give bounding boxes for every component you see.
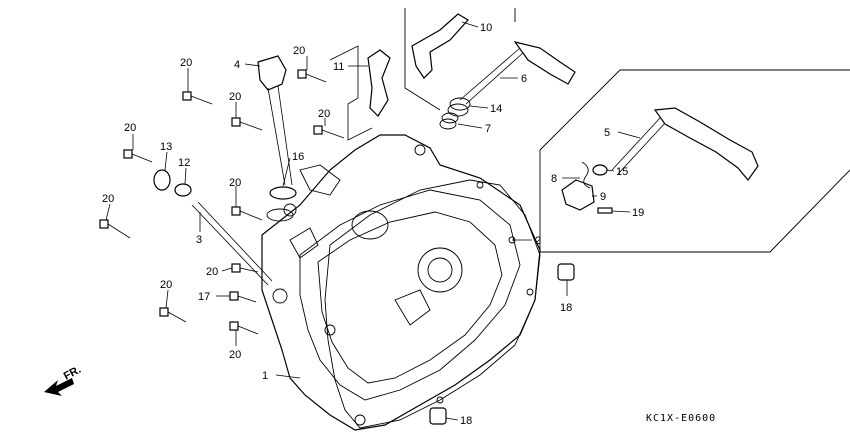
pin-19 <box>597 207 613 214</box>
callouts: 1 2 3 4 5 6 7 8 9 10 11 12 13 14 15 16 1… <box>102 22 644 427</box>
callout-10: 10 <box>480 22 492 34</box>
callout-20-a: 20 <box>293 45 305 57</box>
callout-19: 19 <box>632 207 644 219</box>
kick-lever-box-outline <box>539 69 850 253</box>
diagram-code: KC1X-E0600 <box>646 413 716 424</box>
callout-18-bottom: 18 <box>460 415 472 427</box>
callout-18-top: 18 <box>560 302 572 314</box>
direction-label: FR. <box>62 364 83 383</box>
oil-seal-13 <box>153 169 171 191</box>
leader-lines <box>105 21 641 421</box>
kick-lever-5 <box>611 107 759 181</box>
callout-5: 5 <box>604 127 610 139</box>
o-ring-16 <box>269 186 297 200</box>
callout-16: 16 <box>292 151 304 163</box>
spring-14 <box>447 97 471 117</box>
bolts-20 <box>99 69 345 335</box>
callout-17: 17 <box>198 291 210 303</box>
right-crankcase-cover <box>261 134 541 431</box>
callout-20-b: 20 <box>180 57 192 69</box>
callout-8: 8 <box>551 173 557 185</box>
bracket-10 <box>411 13 469 79</box>
dowel-18-bottom <box>429 407 447 425</box>
shift-shaft-6 <box>459 41 576 105</box>
callout-20-f: 20 <box>229 177 241 189</box>
callout-6: 6 <box>521 73 527 85</box>
callout-20-d: 20 <box>318 108 330 120</box>
callout-7: 7 <box>485 123 491 135</box>
callout-13: 13 <box>160 141 172 153</box>
callout-3: 3 <box>196 234 202 246</box>
washer-12 <box>174 183 192 197</box>
callout-20-e: 20 <box>124 122 136 134</box>
front-direction-arrow: FR. <box>44 364 83 396</box>
callout-4: 4 <box>234 59 240 71</box>
callout-11: 11 <box>333 61 344 73</box>
callout-20-c: 20 <box>229 91 241 103</box>
callout-2: 2 <box>535 235 541 247</box>
ring-15 <box>592 164 608 176</box>
callout-20-j: 20 <box>229 349 241 361</box>
cover-gasket <box>324 179 541 429</box>
dashed-leader-11 <box>329 45 373 141</box>
callout-20-h: 20 <box>206 266 218 278</box>
callout-20-i: 20 <box>160 279 172 291</box>
callout-14: 14 <box>490 103 502 115</box>
callout-9: 9 <box>600 191 606 203</box>
part-9-block <box>561 179 595 211</box>
callout-1: 1 <box>262 370 268 382</box>
o-ring-seat <box>266 208 294 222</box>
shift-shaft-box-outline <box>404 8 516 111</box>
spring-8 <box>581 161 591 189</box>
callout-12: 12 <box>178 157 190 169</box>
callout-15: 15 <box>616 166 628 178</box>
callout-20-g: 20 <box>102 193 114 205</box>
oil-dipstick <box>257 55 293 186</box>
bracket-11 <box>367 49 391 117</box>
spring-7 <box>439 112 459 130</box>
dowel-18-top <box>557 263 575 281</box>
